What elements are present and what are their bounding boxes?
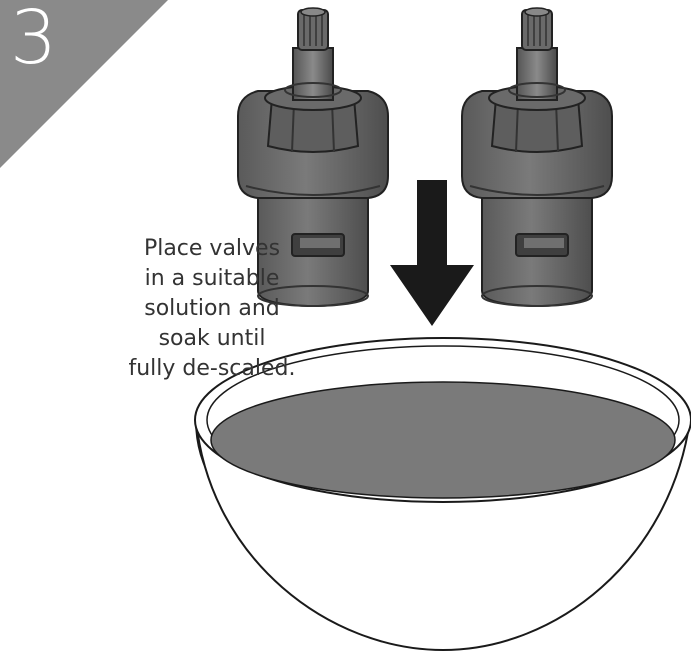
instruction-text: Place valves in a suitable solution and … <box>102 234 322 384</box>
step-badge-triangle <box>0 0 168 168</box>
instruction-line: soak until <box>158 326 266 351</box>
solution-surface <box>210 381 676 499</box>
instruction-line: in a suitable <box>144 266 280 291</box>
step-number: 3 <box>10 0 58 81</box>
soaking-bowl-icon <box>194 337 691 652</box>
step-badge <box>0 0 168 168</box>
valve-cartridge-icon <box>461 7 613 307</box>
instruction-line: Place valves <box>143 236 281 261</box>
instruction-line: fully de-scaled. <box>128 356 296 381</box>
down-arrow-icon <box>390 180 474 326</box>
instruction-line: solution and <box>144 296 280 321</box>
